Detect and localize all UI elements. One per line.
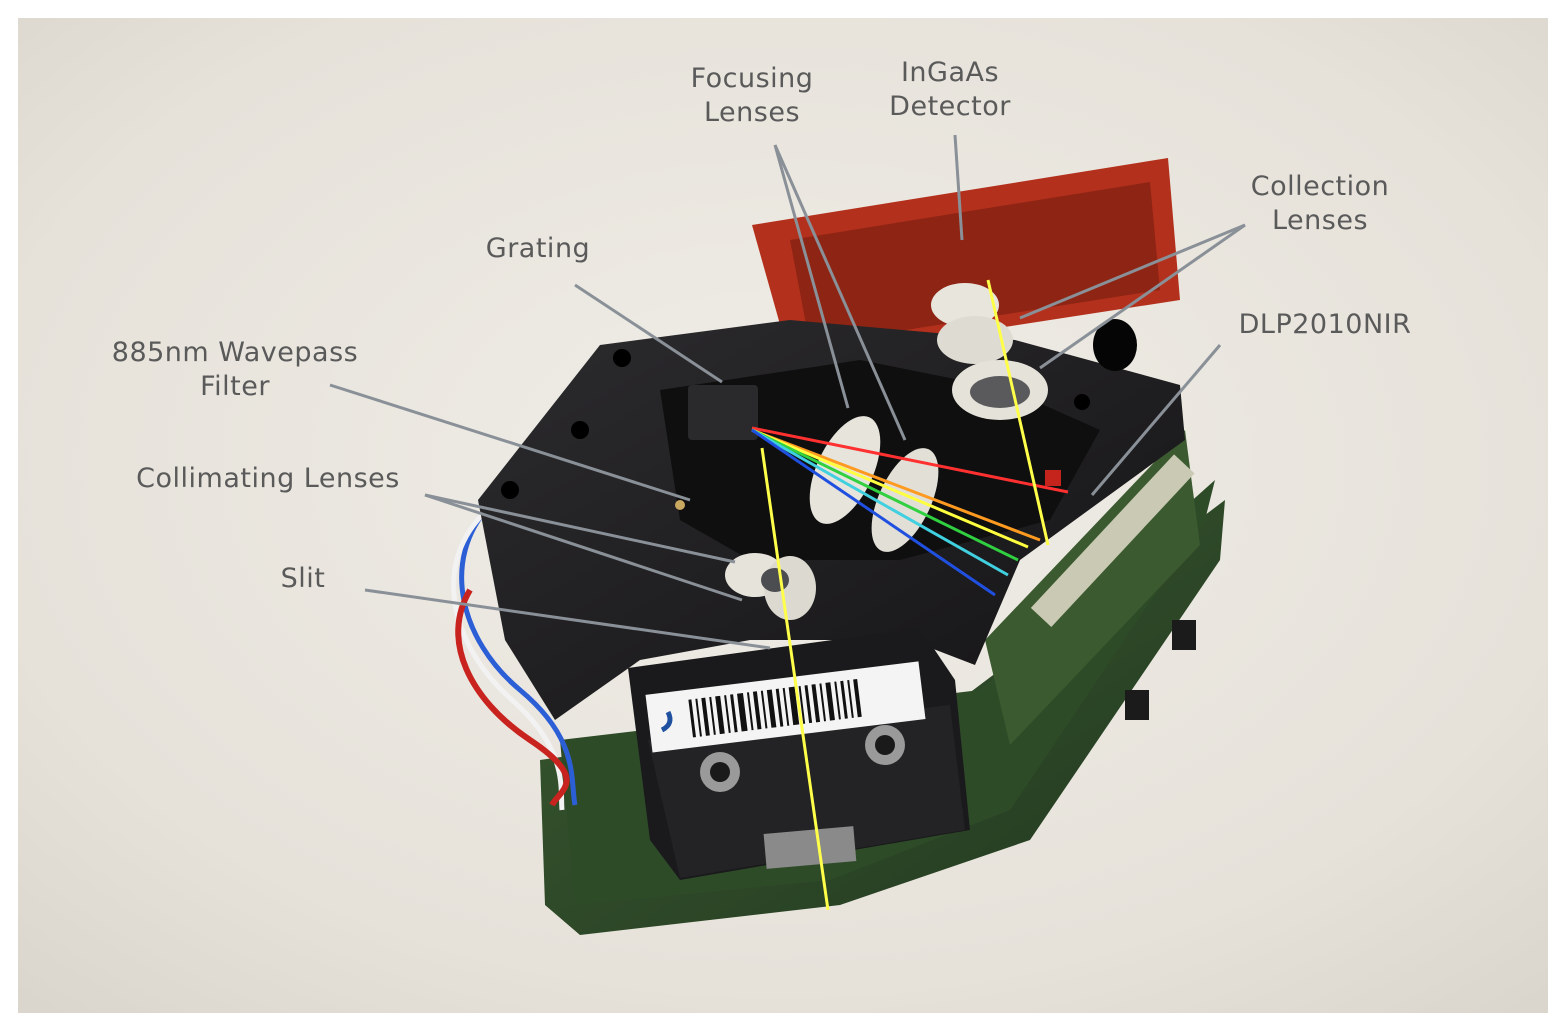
beam-orange [751,428,1041,542]
leader-focusing-1 [773,144,850,409]
label-ingaas-detector: InGaAs Detector [889,57,1011,122]
filter-marker [675,500,685,510]
leader-collection-2 [1039,223,1246,370]
label-focusing-lenses: Focusing Lenses [690,63,814,128]
leader-focusing-2 [773,144,907,441]
label-slit: Slit [280,563,326,594]
leader-lines [329,134,1246,650]
mount-hole [571,421,589,439]
leader-collection-1 [1019,223,1246,320]
leader-filter [329,383,691,502]
beam-green [751,428,1019,562]
mount-hole [1093,319,1137,371]
leader-collimating-2 [424,493,743,602]
mount-hole [501,481,519,499]
beam-return [986,279,1050,546]
mount-hole [1074,394,1090,410]
leader-collimating-1 [424,493,736,564]
screw-hole [710,762,730,782]
beam-cyan [751,428,1009,577]
barcode [688,679,862,738]
slit-window [763,826,857,869]
label-wavepass-filter: 885nm Wavepass Filter [111,337,359,402]
leader-dlp [1090,344,1222,496]
collimating-lens-inner [761,568,789,592]
leader-slit [364,588,771,650]
label-grating: Grating [485,233,591,264]
focusing-lens [871,448,939,552]
push-button [1172,620,1196,650]
beam-blue [751,428,996,597]
beam-yellow [751,428,1029,549]
mount-hole [613,349,631,367]
push-button-2 [1125,690,1149,720]
wire-blue [459,503,578,806]
screw-hole [875,735,895,755]
wire-red [455,588,570,807]
beam-red [751,426,1069,494]
logo-mark [660,710,673,733]
label-dlp2010nir: DLP2010NIR [1238,309,1412,340]
beam-input [760,447,830,911]
collection-lens-inner [970,376,1030,408]
wire-white [451,513,565,811]
leader-grating [574,283,723,384]
grating-block [688,385,758,440]
leader-detector [953,134,964,241]
connector-strip [1030,454,1195,628]
collection-lens [937,316,1013,364]
label-collimating-lenses: Collimating Lenses [136,463,400,494]
label-collection-lenses: Collection Lenses [1250,171,1390,236]
dlp-chip [1045,470,1061,486]
red-pcb-shade [790,182,1160,345]
collection-lens [931,283,999,327]
